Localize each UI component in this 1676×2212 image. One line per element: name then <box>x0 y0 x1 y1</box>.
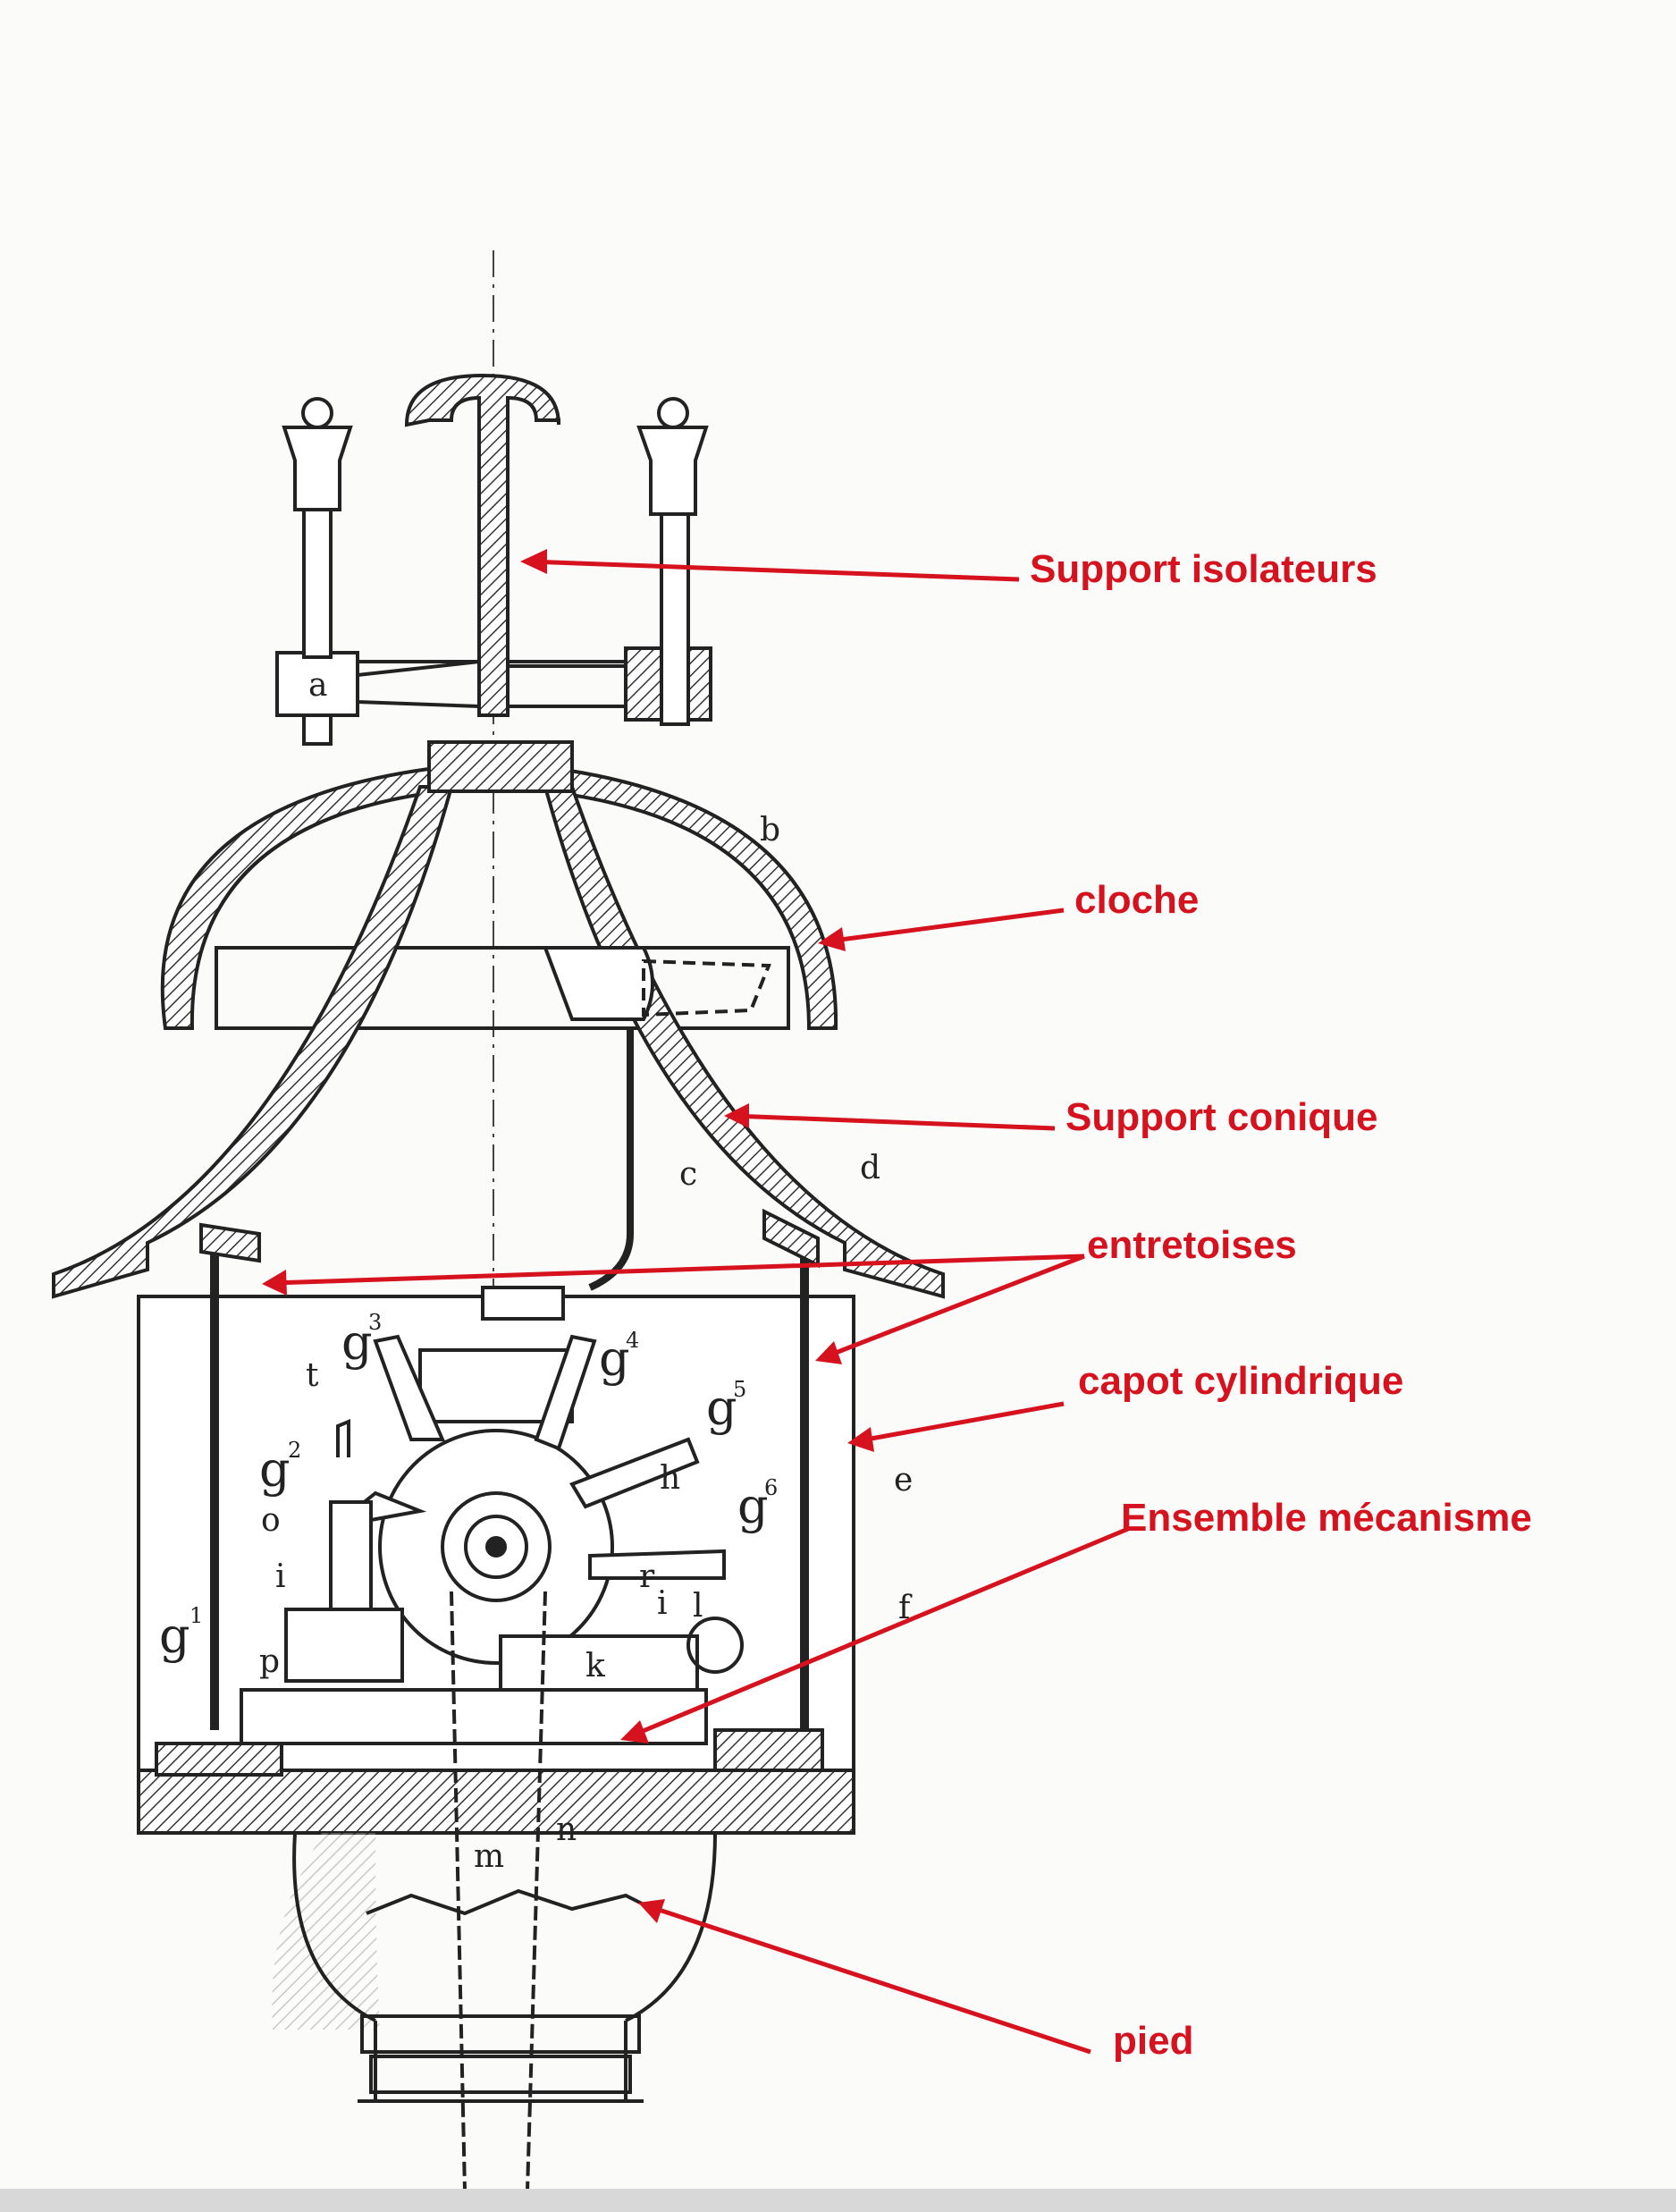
arrow-entretoises-left <box>272 1254 1085 1286</box>
arrow-support-isolateurs <box>528 559 1020 582</box>
letter-g1-sup: 1 <box>189 1603 203 1628</box>
letter-a: a <box>308 667 327 704</box>
letter-g6-sup: 6 <box>764 1475 778 1500</box>
support-isolateurs-drawing <box>275 373 712 746</box>
letter-g2: g <box>259 1441 291 1498</box>
letter-f: f <box>898 1590 913 1626</box>
diagram-letters: a b c d e f h i i l m n o p r t k g 1 g … <box>159 667 913 1875</box>
letter-h: h <box>660 1460 680 1497</box>
letter-d: d <box>860 1150 880 1186</box>
letter-g5: g <box>706 1380 737 1436</box>
arrow-cloche <box>826 908 1065 944</box>
letter-b: b <box>760 812 780 848</box>
arrow-ensemble-mecanisme <box>629 1526 1129 1739</box>
callout-pied: pied <box>1113 2019 1194 2063</box>
letter-o: o <box>261 1502 281 1539</box>
letter-g5-sup: 5 <box>733 1377 746 1402</box>
letter-g1: g <box>159 1608 190 1664</box>
arrow-support-conique <box>732 1113 1056 1131</box>
callout-support-conique: Support conique <box>1065 1095 1378 1139</box>
letter-g6: g <box>737 1478 769 1534</box>
scan-bottom-edge <box>0 2189 1676 2212</box>
cloche-drawing <box>160 765 838 1030</box>
callout-ensemble-mecanisme: Ensemble mécanisme <box>1121 1496 1532 1540</box>
callout-arrows <box>262 549 1129 2055</box>
letter-i-right: i <box>657 1585 668 1622</box>
callout-entretoises: entretoises <box>1087 1223 1297 1267</box>
pied-drawing <box>272 1591 717 2191</box>
callout-support-isolateurs: Support isolateurs <box>1030 547 1377 591</box>
letter-i-left: i <box>275 1558 286 1595</box>
letter-e: e <box>894 1462 913 1499</box>
letter-m: m <box>474 1838 504 1875</box>
letter-n: n <box>556 1811 577 1848</box>
letter-g3-sup: 3 <box>368 1310 382 1335</box>
letter-g2-sup: 2 <box>288 1438 301 1463</box>
letter-c: c <box>679 1156 697 1193</box>
letter-g4: g <box>599 1330 630 1387</box>
arrow-entretoises-right <box>823 1254 1085 1360</box>
arrow-capot-cylindrique <box>855 1401 1065 1444</box>
letter-g3: g <box>341 1314 373 1371</box>
letter-p: p <box>259 1643 280 1680</box>
arrow-pied <box>647 1904 1091 2055</box>
letter-t: t <box>306 1357 319 1394</box>
letter-r: r <box>639 1558 655 1595</box>
letter-g4-sup: 4 <box>626 1328 639 1353</box>
letter-l: l <box>693 1588 703 1625</box>
callout-capot-cylindrique: capot cylindrique <box>1078 1359 1404 1403</box>
support-conique-drawing <box>52 740 945 1299</box>
letter-k: k <box>585 1648 606 1684</box>
callout-cloche: cloche <box>1074 878 1200 922</box>
